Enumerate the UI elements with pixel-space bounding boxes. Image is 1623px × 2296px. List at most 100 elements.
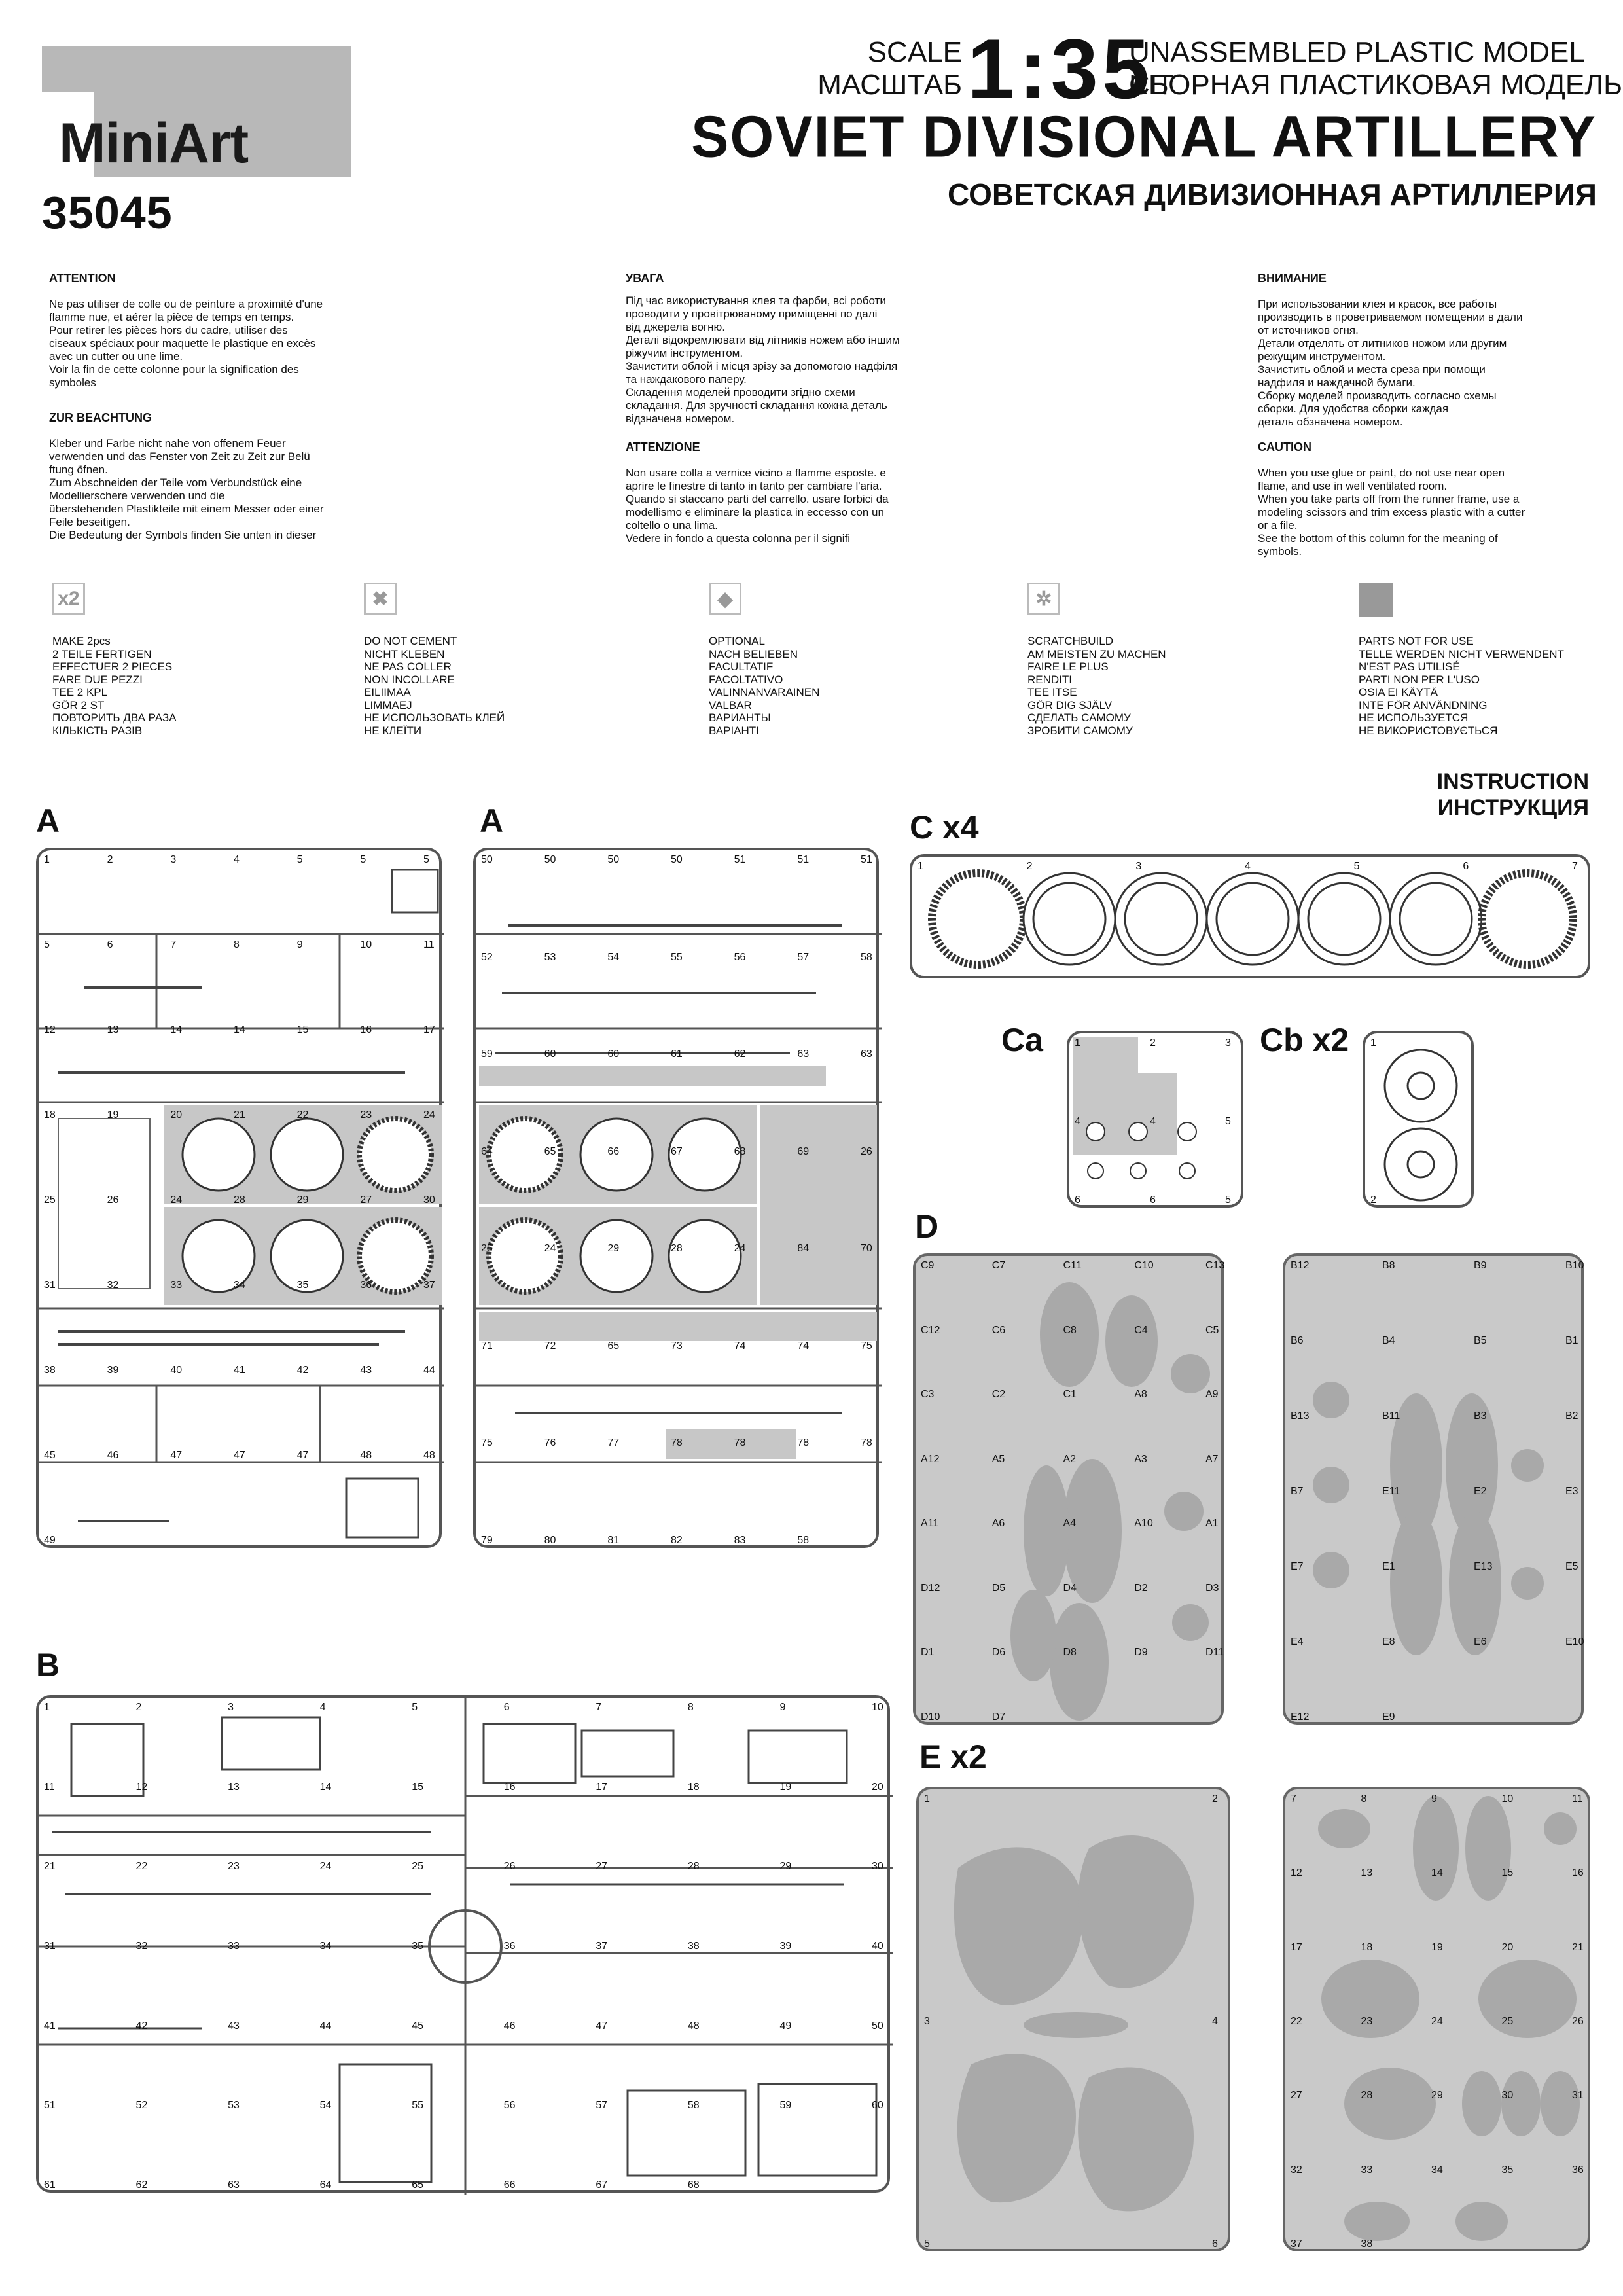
make-two-icon: x2 [52, 583, 85, 615]
part-number: B4 [1382, 1335, 1395, 1346]
part-number: 14 [234, 1024, 245, 1035]
sprue-label-ca: Ca [1001, 1022, 1043, 1058]
part-number: 4 [1075, 1116, 1080, 1127]
part-number: 41 [234, 1365, 245, 1376]
part-number: B10 [1565, 1260, 1584, 1271]
symbol-optional-text: OPTIONAL NACH BELIEBEN FACULTATIF FACOLT… [709, 635, 820, 737]
part-number: D12 [921, 1582, 940, 1594]
part-number: 35 [412, 1941, 424, 1952]
part-number: 17 [423, 1024, 435, 1035]
part-number: 14 [1431, 1867, 1443, 1879]
warning-heading-de: ZUR BEACHTUNG [49, 411, 152, 424]
part-number: 51 [861, 854, 872, 865]
part-number: E1 [1382, 1561, 1395, 1572]
part-number: 12 [44, 1024, 56, 1035]
brand-logo-cutout [42, 92, 94, 177]
part-number: D4 [1063, 1582, 1077, 1594]
part-number: C11 [1063, 1260, 1082, 1271]
part-number: 17 [596, 1781, 608, 1793]
part-number: E9 [1382, 1712, 1395, 1723]
part-number: 50 [544, 854, 556, 865]
kit-type-ru: СБОРНАЯ ПЛАСТИКОВАЯ МОДЕЛЬ [1129, 69, 1622, 101]
part-number: 33 [1361, 2164, 1373, 2176]
scale-label-en: SCALE [867, 36, 962, 68]
part-number: 57 [596, 2100, 608, 2111]
part-number: 21 [1572, 1941, 1584, 1953]
part-number: 50 [671, 854, 683, 865]
part-number: A11 [921, 1518, 939, 1530]
symbol-scratchbuild-text: SCRATCHBUILD AM MEISTEN ZU MACHEN FAIRE … [1027, 635, 1166, 737]
sprue-a1-frame [36, 848, 444, 1548]
not-for-use-icon [1359, 583, 1393, 617]
part-number: 14 [170, 1024, 183, 1035]
scale-label-ru: МАСШТАБ [817, 69, 962, 101]
part-number: 65 [412, 2179, 424, 2191]
optional-icon: ◆ [709, 583, 741, 615]
part-number: D3 [1205, 1582, 1219, 1594]
scratchbuild-icon: ✲ [1027, 583, 1060, 615]
part-number: 13 [228, 1781, 240, 1793]
kit-title-ru: СОВЕТСКАЯ ДИВИЗИОННАЯ АРТИЛЛЕРИЯ [948, 177, 1597, 211]
part-number: 31 [44, 1280, 56, 1291]
part-number: B6 [1291, 1335, 1304, 1346]
part-number: E13 [1474, 1561, 1493, 1572]
part-number: 6 [1150, 1194, 1156, 1206]
part-number: 80 [544, 1535, 556, 1546]
part-number: 43 [360, 1365, 372, 1376]
part-number: 21 [44, 1861, 56, 1873]
part-number: 48 [687, 2020, 700, 2032]
part-number: D5 [991, 1582, 1006, 1594]
sprue-e-right-drawing [1318, 1796, 1580, 2241]
part-number: 2 [1150, 1037, 1156, 1049]
kit-number: 35045 [42, 187, 173, 238]
part-number: 19 [779, 1781, 792, 1793]
part-number: 29 [296, 1194, 309, 1206]
part-number: 51 [734, 854, 746, 865]
part-number: 63 [797, 1049, 810, 1060]
part-number: 12 [1291, 1867, 1302, 1879]
part-number: 24 [170, 1194, 183, 1206]
part-number: 6 [1212, 2238, 1218, 2250]
part-number: 58 [687, 2100, 700, 2111]
part-number: 23 [360, 1109, 372, 1121]
part-number: 39 [779, 1941, 792, 1952]
part-number: 56 [503, 2100, 516, 2111]
part-number: 34 [1431, 2164, 1443, 2176]
part-number: B12 [1291, 1260, 1310, 1271]
part-number: 4 [1150, 1116, 1156, 1127]
part-number: 20 [872, 1781, 883, 1793]
part-number: 5 [924, 2238, 930, 2250]
part-number: 6 [1075, 1194, 1080, 1206]
sprue-e-left-drawing [954, 1835, 1194, 2212]
part-number: 22 [135, 1861, 148, 1873]
part-number: 3 [1135, 861, 1142, 872]
sprue-label-cb: Cb x2 [1260, 1022, 1349, 1058]
part-number: 84 [797, 1243, 810, 1255]
warning-heading-it: ATTENZIONE [626, 440, 700, 454]
part-number: 65 [544, 1145, 556, 1157]
part-number: 25 [481, 1243, 493, 1255]
part-number: 82 [671, 1535, 683, 1546]
part-number: E7 [1291, 1561, 1304, 1572]
part-number: 75 [481, 1437, 493, 1449]
sprue-label-e: E x2 [919, 1738, 987, 1775]
part-number: C6 [991, 1324, 1006, 1336]
part-number: 15 [1501, 1867, 1514, 1879]
part-number: 3 [170, 854, 177, 865]
part-number: 1 [44, 1702, 50, 1713]
part-number: 7 [1572, 861, 1578, 872]
part-number: C13 [1205, 1260, 1225, 1271]
part-number: C9 [921, 1260, 935, 1271]
part-number: 53 [228, 2100, 240, 2111]
part-number: A9 [1205, 1389, 1219, 1401]
part-number: 35 [296, 1280, 309, 1291]
part-number: 9 [779, 1702, 786, 1713]
part-number: C5 [1205, 1324, 1219, 1336]
part-number: 1 [44, 854, 50, 865]
part-number: 24 [734, 1243, 746, 1255]
